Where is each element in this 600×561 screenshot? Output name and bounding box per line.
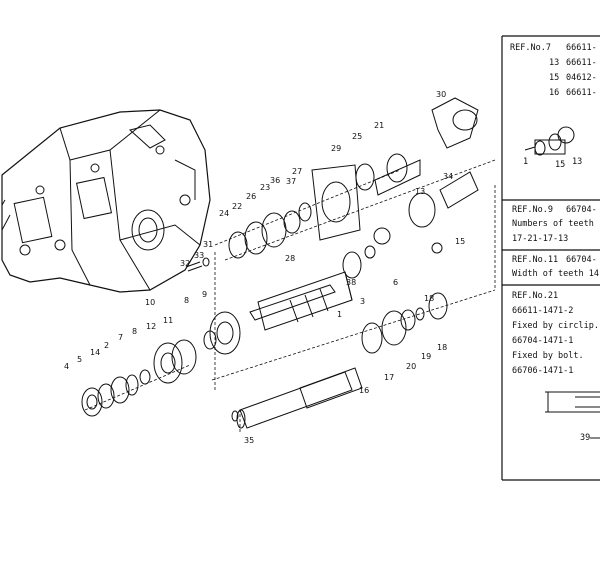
callout-35: 35 [244,436,255,445]
ref9-part: 66704- [566,205,597,215]
callout-36: 36 [270,176,281,185]
callout-37: 37 [286,177,297,186]
ref13-part: 66611- [566,58,597,68]
lower-gear-cluster [81,311,241,417]
callout-18b: 18 [437,343,448,352]
ref9-label: REF.No.9 [512,205,553,215]
ref15-part: 04612- [566,73,597,83]
callout-25: 25 [352,132,363,141]
callout-11: 11 [163,316,174,325]
callout-33: 33 [194,251,205,260]
callout-10: 10 [145,298,156,307]
ref7-label: REF.No.7 [510,43,551,53]
callout-5: 5 [77,355,83,364]
ref16-label: 16 [549,88,560,98]
ref21-fix2: Fixed by bolt. [512,351,584,361]
callout-14: 14 [90,348,101,357]
inset-shaft [545,391,600,439]
inset-15: 15 [555,160,566,170]
callout-28: 28 [285,254,296,263]
callout-24: 24 [219,209,230,218]
reference-table-frame [501,35,600,481]
ref21-part3: 66706-1471-1 [512,366,574,376]
ref7-part: 66611- [566,43,597,53]
inset-13: 13 [572,157,583,167]
callout-15: 15 [455,237,466,246]
callout-6: 6 [393,278,399,287]
callout-30: 30 [436,90,447,99]
ref21-label: REF.No.21 [512,291,559,301]
callout-1: 1 [337,310,343,319]
callout-2: 2 [104,341,110,350]
ref9-seq: 17-21-17-13 [512,234,569,244]
callout-4: 4 [64,362,70,371]
upper-gear-cluster [228,97,479,279]
callout-27: 27 [292,167,303,176]
ref11-part: 66704- [566,255,597,265]
callout-7: 7 [118,333,124,342]
ref21-part1: 66611-1471-2 [512,306,574,316]
ref21-fix1: Fixed by circlip. [512,321,599,331]
callout-17: 17 [384,373,395,382]
ref15-label: 15 [549,73,560,83]
callout-8b: 8 [132,327,138,336]
ref9-teeth: Numbers of teeth [512,219,594,229]
callout-32: 32 [180,259,191,268]
callout-21: 21 [374,121,385,130]
callout-12: 12 [146,322,157,331]
ref16-part: 66611- [566,88,597,98]
callout-19: 19 [421,352,432,361]
counter-shaft [231,367,363,429]
ref21-part2: 66704-1471-1 [512,336,574,346]
callout-34: 34 [443,172,454,181]
callout-16: 16 [359,386,370,395]
callout-26: 26 [246,192,257,201]
callout-13: 13 [415,187,426,196]
callout-22: 22 [232,202,243,211]
callout-38: 38 [346,278,357,287]
transmission-case [1,109,211,293]
right-gear-cluster [361,292,448,354]
callout-23: 23 [260,183,271,192]
main-shaft [249,271,353,331]
callout-31: 31 [203,240,214,249]
ref21-dim: 39 [580,433,591,443]
callout-3: 3 [360,297,366,306]
ref11-label: REF.No.11 [512,255,559,265]
callout-18: 18 [424,294,435,303]
inset-1: 1 [523,157,529,167]
callout-20: 20 [406,362,417,371]
ref13-label: 13 [549,58,560,68]
bolt [185,257,210,272]
ref11-width: Width of teeth 14 [512,269,599,279]
callout-9: 9 [202,290,208,299]
callout-29: 29 [331,144,342,153]
callout-8: 8 [184,296,190,305]
inset-sketch [524,126,575,156]
